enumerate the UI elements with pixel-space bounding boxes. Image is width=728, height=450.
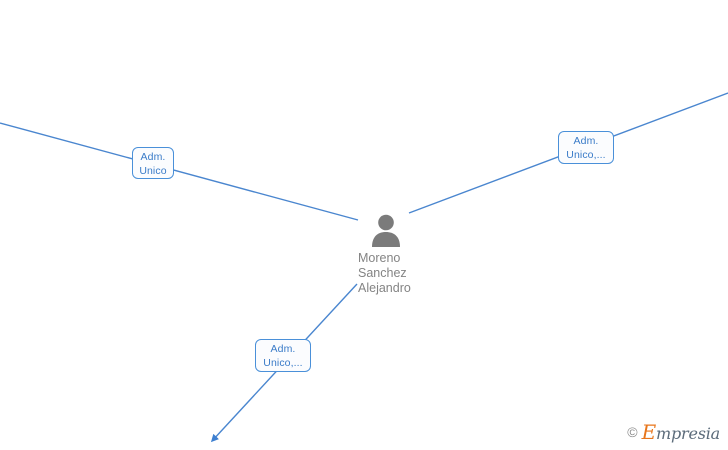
person-icon [372, 214, 400, 247]
person-name-line-3: Alejandro [358, 281, 411, 295]
brand-rest: mpresia [656, 424, 720, 443]
relation-label-bottom-line-2: Unico,... [263, 356, 303, 369]
relation-label-bottom-line-1: Adm. [270, 343, 296, 355]
relation-label-right-line-2: Unico,... [566, 148, 606, 161]
person-name-line-1: Moreno [358, 251, 401, 265]
person-name-line-2: Sanchez [358, 266, 407, 280]
relation-label-right[interactable]: Adm. Unico,... [558, 131, 614, 164]
brand-logo-text: Empresia [641, 420, 721, 444]
relation-label-left[interactable]: Adm. Unico [132, 147, 174, 179]
brand-initial: E [641, 420, 657, 444]
edge-left [0, 122, 359, 221]
watermark: © Empresia [627, 422, 720, 442]
person-node-label: Moreno Sanchez Alejandro [358, 251, 468, 296]
relation-label-left-line-1: Adm. [140, 151, 166, 163]
relation-label-bottom[interactable]: Adm. Unico,... [255, 339, 311, 372]
person-node[interactable]: Moreno Sanchez Alejandro [358, 213, 468, 296]
relation-label-left-line-2: Unico [139, 164, 167, 177]
copyright-icon: © [627, 424, 638, 440]
relation-label-right-line-1: Adm. [573, 135, 599, 147]
